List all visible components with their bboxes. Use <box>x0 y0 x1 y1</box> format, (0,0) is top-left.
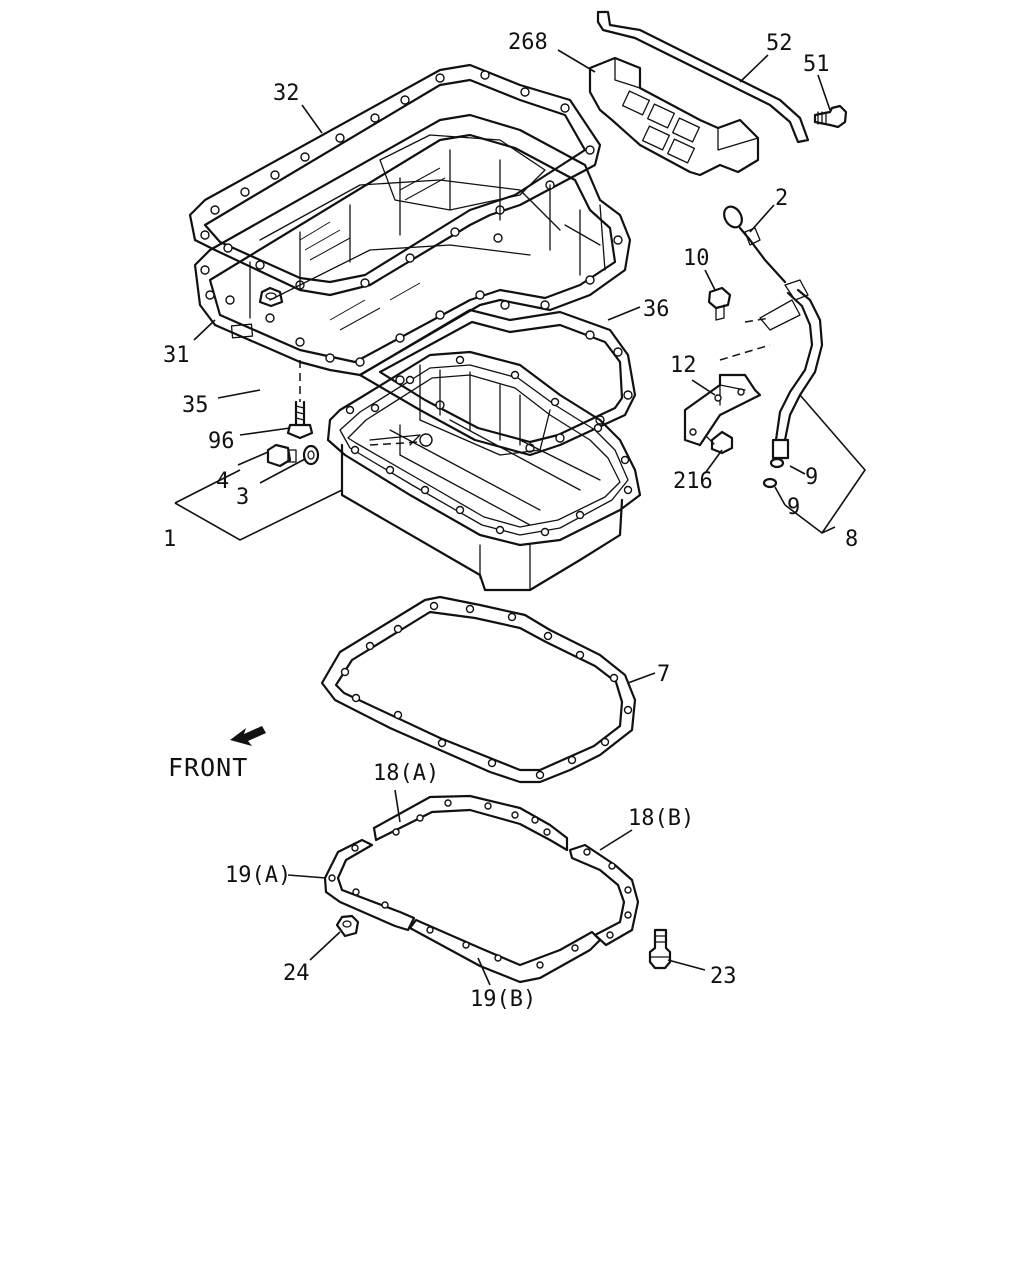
callout-51: 51 <box>803 52 830 77</box>
callout-12: 12 <box>670 353 697 378</box>
part-1-bolt-holes <box>345 355 633 537</box>
callout-9-upper: 9 <box>805 465 818 490</box>
callout-36: 36 <box>643 297 670 322</box>
callout-31: 31 <box>163 343 190 368</box>
callout-52: 52 <box>766 31 793 56</box>
part-8-guide-tube <box>759 279 824 460</box>
part-4-drain-plug <box>266 443 297 468</box>
front-label: FRONT <box>168 753 248 782</box>
callout-2: 2 <box>775 186 788 211</box>
callout-labels: 268 52 51 32 2 10 36 12 31 35 96 4 3 1 2… <box>163 30 858 1012</box>
part-18-19-bolt-holes <box>328 799 632 969</box>
part-23-sensor <box>648 928 672 970</box>
callout-32: 32 <box>273 81 300 106</box>
part-10-bolt <box>707 286 732 321</box>
part-32-upper-gasket <box>188 63 602 297</box>
callout-216: 216 <box>673 469 713 494</box>
part-18a-gasket-segment <box>372 794 569 852</box>
callout-3: 3 <box>236 485 249 510</box>
part-2-dipstick <box>723 205 787 284</box>
callout-10: 10 <box>683 246 710 271</box>
part-12-bracket-plate <box>683 373 762 447</box>
callout-9-lower: 9 <box>787 495 800 520</box>
callout-268: 268 <box>508 30 548 55</box>
part-1-lower-oil-pan <box>326 350 642 592</box>
part-96-bolt <box>286 400 314 440</box>
leader-lines <box>174 49 867 986</box>
part-31-bolt-holes <box>200 233 623 367</box>
part-9-o-rings <box>762 457 785 489</box>
part-268-bracket <box>588 56 760 177</box>
part-35-nut <box>258 286 284 308</box>
alignment-lines <box>299 317 771 446</box>
part-24-nut <box>335 914 360 938</box>
callout-18a: 18(A) <box>373 761 439 786</box>
callout-7: 7 <box>657 662 670 687</box>
part-31-upper-oil-pan <box>193 113 632 377</box>
part-19b-gasket-segment <box>408 918 602 984</box>
callout-19a: 19(A) <box>225 863 291 888</box>
callout-8: 8 <box>845 527 858 552</box>
part-3-washer <box>302 444 320 466</box>
callout-1: 1 <box>163 527 176 552</box>
callout-24: 24 <box>283 961 310 986</box>
part-52-strap <box>596 10 810 144</box>
part-7-bolt-holes <box>340 601 633 780</box>
front-arrow-icon <box>230 726 266 746</box>
part-19a-gasket-segment <box>323 838 416 932</box>
part-7-gasket <box>320 595 637 784</box>
callout-18b: 18(B) <box>628 806 694 831</box>
part-18b-gasket-segment <box>568 843 640 947</box>
callout-23: 23 <box>710 964 737 989</box>
callout-96: 96 <box>208 429 235 454</box>
callout-4: 4 <box>216 469 229 494</box>
callout-35: 35 <box>182 393 209 418</box>
part-51-bolt <box>813 104 848 129</box>
callout-19b: 19(B) <box>470 987 536 1012</box>
part-216-bolt <box>705 430 734 455</box>
